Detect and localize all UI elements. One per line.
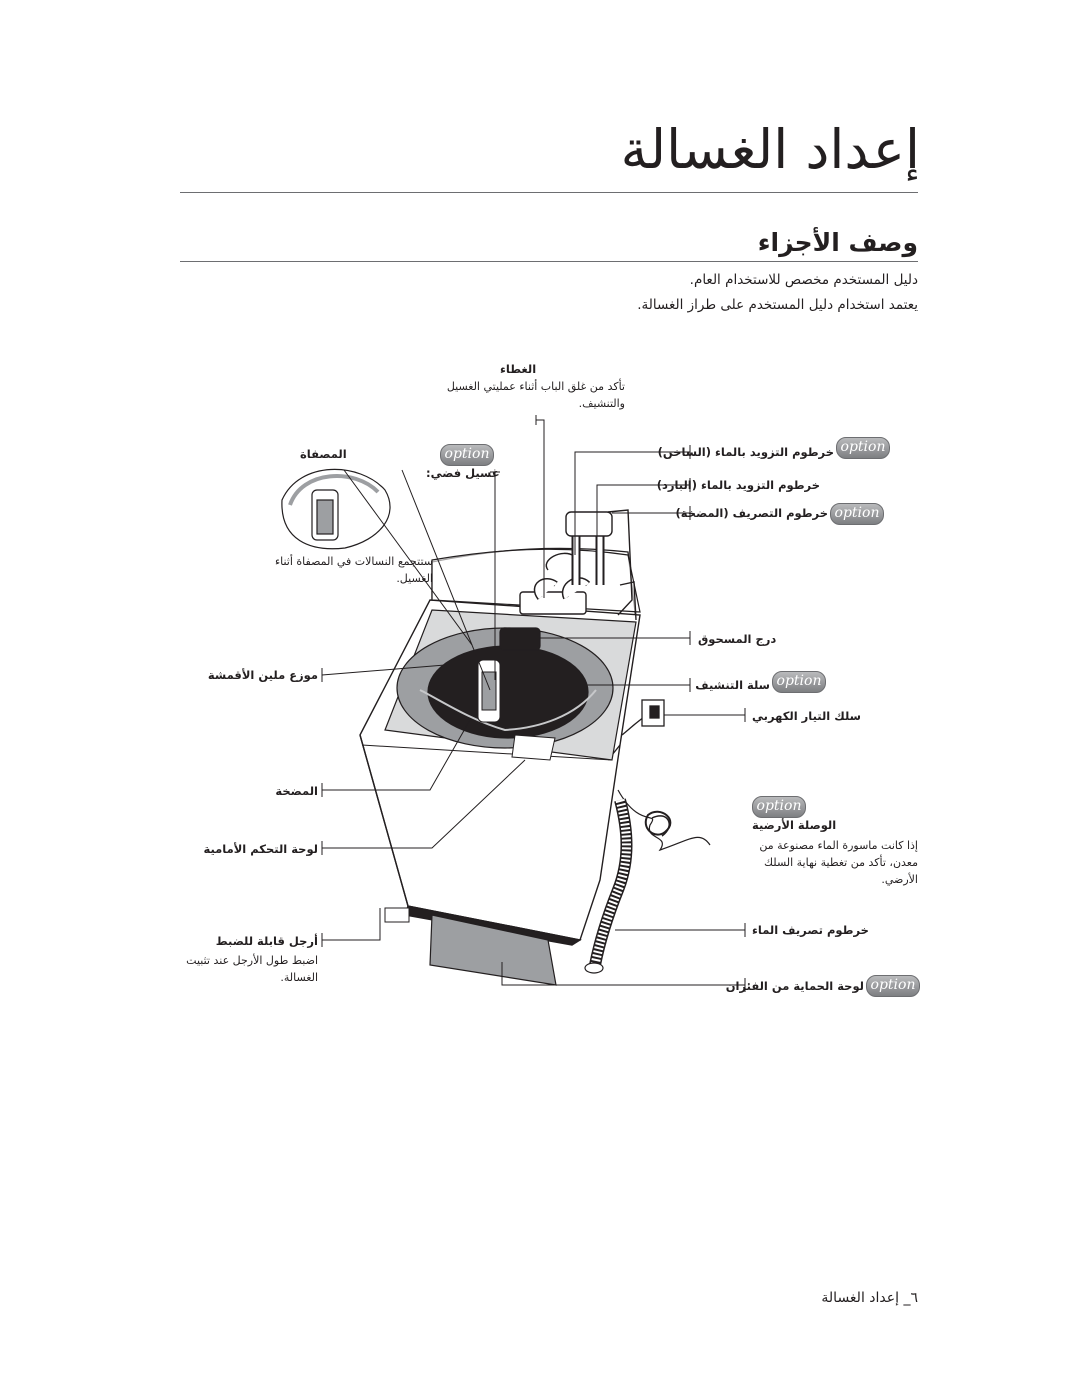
- leader-lines: [321, 415, 746, 992]
- label-rodent-panel: لوحة الحماية من الفئران: [725, 979, 864, 993]
- label-drain-pump-hose: خرطوم التصريف (المضخة): [675, 506, 828, 520]
- label-drain-hose: خرطوم تصريف الماء: [752, 923, 869, 937]
- label-lid-desc: تأكد من غلق الباب أثناء عمليتي الغسيل وا…: [446, 380, 625, 410]
- intro-line-2: يعتمد استخدام دليل المستخدم على طراز الغ…: [637, 297, 918, 313]
- label-hot-hose: خرطوم التزويد بالماء (الساخن): [657, 445, 834, 459]
- page-footer: ٦_ إعداد الغسالة: [821, 1290, 918, 1306]
- page-title: إعداد الغسالة: [620, 118, 920, 181]
- label-control-panel: لوحة التحكم الأمامية: [203, 842, 318, 856]
- intro-line-1: دليل المستخدم مخصص للاستخدام العام.: [689, 272, 918, 288]
- label-ground: الوصلة الأرضية: [752, 818, 837, 832]
- option-badge: option: [752, 796, 806, 818]
- label-ground-desc: إذا كانت ماسورة الماء مصنوعة من معدن، تأ…: [759, 839, 918, 886]
- label-filter: المصفاة: [300, 447, 347, 461]
- option-badge: option: [836, 437, 890, 459]
- filter-inset: [281, 468, 391, 550]
- drain-hose: [584, 798, 633, 974]
- valve-assembly: [519, 509, 637, 621]
- power-cord: [617, 699, 711, 852]
- leveling-foot: [384, 907, 410, 923]
- label-power-cord: سلك التيار الكهربي: [752, 709, 861, 723]
- option-badge: option: [772, 671, 826, 693]
- label-soft-wash: غسيل فضي:: [426, 466, 500, 480]
- option-badge: option: [830, 503, 884, 525]
- label-cold-hose: خرطوم التزويد بالماء (البارد): [656, 478, 820, 492]
- label-fabric-softener: موزع ملين الأقمشة: [207, 668, 318, 682]
- section-divider: [180, 261, 918, 262]
- label-drying-basket: سلة التنشيف: [695, 678, 770, 692]
- pump-cover: [511, 734, 556, 761]
- washer-lid: [431, 548, 641, 613]
- option-badge: option: [440, 444, 494, 466]
- label-lid: الغطاء: [500, 362, 537, 376]
- label-leveling-foot: أرجل قابلة للضبط: [215, 934, 318, 948]
- label-filter-desc: ستتجمع النسالات في المصفاة أثناء الغسيل.: [274, 555, 433, 585]
- label-pump: المضخة: [275, 784, 318, 798]
- title-divider: [180, 192, 918, 193]
- label-leveling-foot-desc: اضبط طول الأرجل عند تثبيت الغسالة.: [186, 954, 318, 984]
- section-heading: وصف الأجزاء: [757, 228, 918, 257]
- option-badge: option: [866, 975, 920, 997]
- label-detergent-drawer: درج المسحوق: [698, 632, 777, 646]
